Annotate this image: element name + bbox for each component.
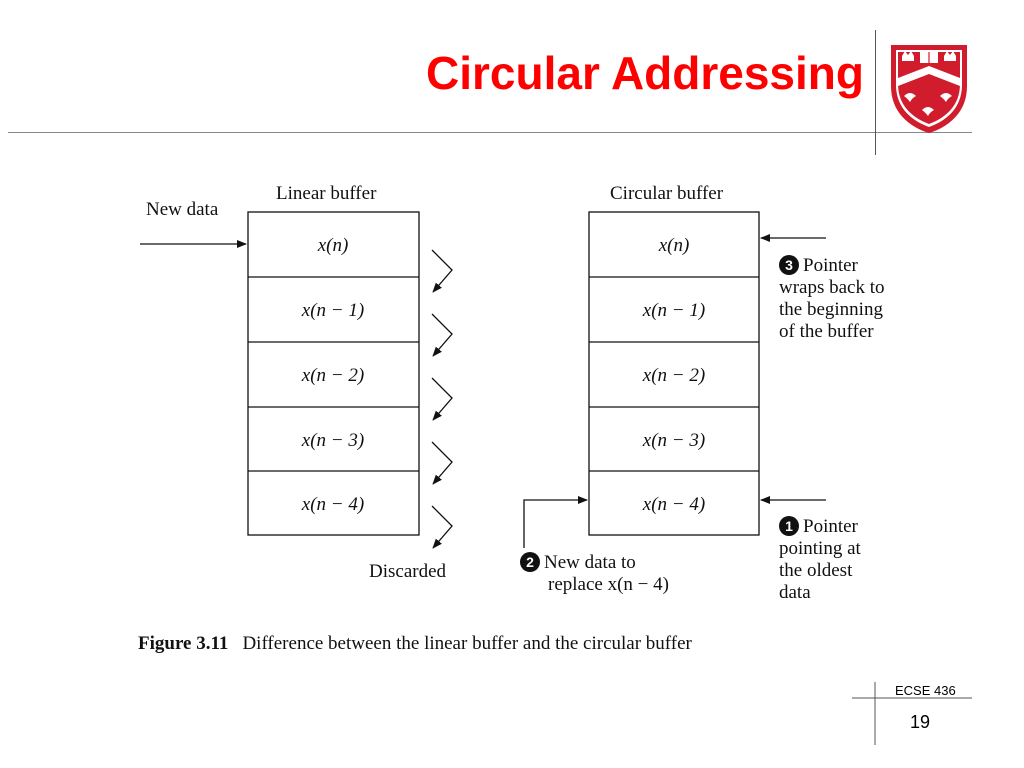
replace-data-arrow <box>523 496 588 548</box>
circular-buffer-heading: Circular buffer <box>610 183 724 204</box>
note-replace-line-2: replace x(n − 4) <box>548 573 669 595</box>
circular-cell-1: x(n − 1) <box>642 300 706 321</box>
note-number-3: 3 <box>779 255 799 275</box>
circular-cell-2: x(n − 2) <box>642 365 706 386</box>
note-oldest-line-4: data <box>779 581 811 603</box>
university-crest-logo <box>891 45 967 134</box>
note-oldest-line-3: the oldest <box>779 559 853 581</box>
slide-title: Circular Addressing <box>426 47 864 99</box>
circular-buffer-box <box>588 211 760 536</box>
discarded-label: Discarded <box>369 561 447 582</box>
linear-cell-0: x(n) <box>317 235 349 256</box>
linear-cell-4: x(n − 4) <box>301 494 365 515</box>
linear-buffer-box <box>247 211 420 536</box>
figure-caption-text: Difference between the linear buffer and… <box>242 633 692 654</box>
course-code: ECSE 436 <box>895 683 956 698</box>
note-oldest-line-1: Pointer <box>803 516 858 537</box>
circular-cell-4: x(n − 4) <box>642 494 706 515</box>
note-wraps-line-4: of the buffer <box>779 320 874 342</box>
linear-cell-3: x(n − 3) <box>301 430 365 451</box>
note-number-1: 1 <box>779 516 799 536</box>
note-wraps-line-3: the beginning <box>779 298 883 320</box>
note-wraps-line-1: Pointer <box>803 255 858 276</box>
figure-label: Figure 3.11 <box>138 633 229 654</box>
note-replace-line-1: New data to <box>544 552 636 573</box>
linear-cell-1: x(n − 1) <box>301 300 365 321</box>
circular-cell-3: x(n − 3) <box>642 430 706 451</box>
note-oldest-line-2: pointing at <box>779 537 861 559</box>
linear-cell-2: x(n − 2) <box>301 365 365 386</box>
circular-cell-0: x(n) <box>658 235 690 256</box>
header-vertical-divider <box>875 30 876 155</box>
page-number: 19 <box>910 712 931 732</box>
header-divider <box>8 132 972 133</box>
note-number-2: 2 <box>520 552 540 572</box>
shift-arrows <box>431 249 453 549</box>
linear-buffer-heading: Linear buffer <box>276 183 377 204</box>
note-wraps-line-2: wraps back to <box>779 276 885 298</box>
figure-caption: Figure 3.11 Difference between the linear… <box>138 633 692 655</box>
new-data-label: New data <box>146 199 219 220</box>
